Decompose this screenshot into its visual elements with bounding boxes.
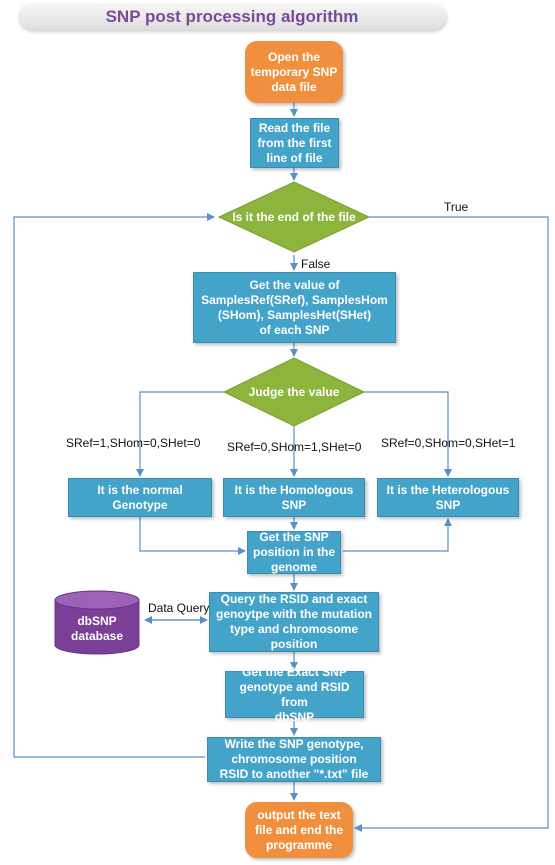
false-edge-label: False	[301, 257, 331, 271]
title-banner: SNP post processing algorithm	[18, 3, 446, 30]
decision-judge-value	[222, 357, 366, 427]
arrow-judge-to-normal	[136, 391, 224, 477]
condition-homologous-label: SRef=0,SHom=1,SHet=0	[227, 440, 362, 454]
arrow-position-to-het	[343, 518, 452, 552]
dbsnp-database-label: dbSNP database	[70, 614, 124, 643]
read-file-step: Read the file from the first line of fil…	[250, 118, 339, 168]
dbsnp-database-cylinder	[54, 590, 140, 655]
true-edge-label: True	[444, 200, 469, 214]
normal-genotype-step: It is the normal Genotype	[68, 478, 212, 517]
arrow-write-loop-back	[13, 213, 215, 758]
arrow-true-to-output	[354, 216, 549, 832]
condition-normal-label: SRef=1,SHom=0,SHet=0	[66, 436, 201, 450]
open-file-terminal: Open the temporary SNP data file	[245, 41, 343, 103]
condition-heterologous-label: SRef=0,SHom=0,SHet=1	[381, 436, 516, 450]
arrow-judge-to-het	[364, 391, 452, 477]
decision-end-of-file	[217, 181, 371, 253]
heterologous-snp-step: It is the Heterologous SNP	[377, 478, 519, 517]
arrow-normal-to-position	[139, 517, 246, 555]
data-query-label: Data Query	[148, 601, 210, 615]
get-position-step: Get the SNP position in the genome	[247, 530, 341, 574]
write-file-step: Write the SNP genotype, chromosome posit…	[207, 737, 381, 782]
homologous-snp-step: It is the Homologous SNP	[223, 478, 365, 517]
output-end-terminal: output the text file and end the program…	[245, 802, 353, 858]
judge-value-question: Judge the value	[248, 385, 340, 399]
get-value-step: Get the value of SamplesRef(SRef), Sampl…	[193, 272, 396, 343]
get-exact-snp-step: Get the Exact SNP genotype and RSID from…	[225, 665, 364, 724]
diagram-title: SNP post processing algorithm	[105, 7, 359, 26]
query-rsid-step: Query the RSID and exact genoytpe with t…	[209, 592, 379, 652]
end-of-file-question: Is it the end of the file	[232, 210, 356, 224]
